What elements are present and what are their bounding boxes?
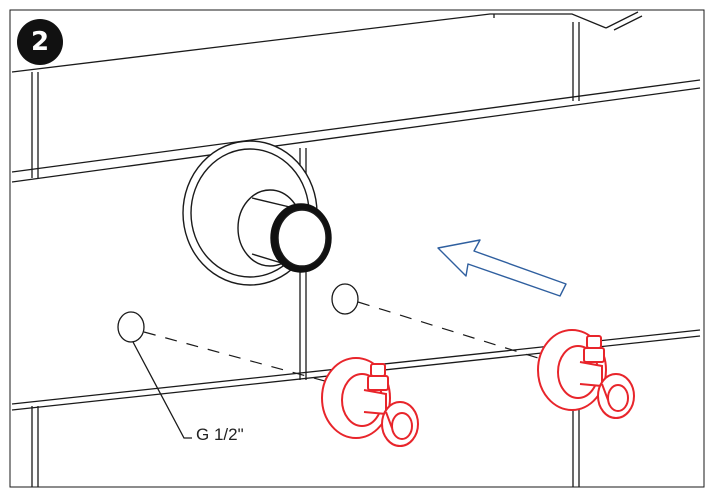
label-leader [132, 341, 192, 439]
right-wall-hole [331, 283, 359, 315]
thread-size-label: G 1/2" [196, 425, 244, 444]
guide-lines [143, 301, 584, 391]
left-wall-hole [117, 311, 145, 343]
step-number-badge: 2 [17, 19, 63, 65]
drain-fitting [182, 140, 332, 286]
wall-holes [117, 283, 359, 343]
angle-valve-icon [321, 357, 419, 447]
diagram-frame [9, 9, 705, 488]
direction-arrow-icon [437, 239, 567, 297]
angle-valve-icon [537, 329, 635, 419]
